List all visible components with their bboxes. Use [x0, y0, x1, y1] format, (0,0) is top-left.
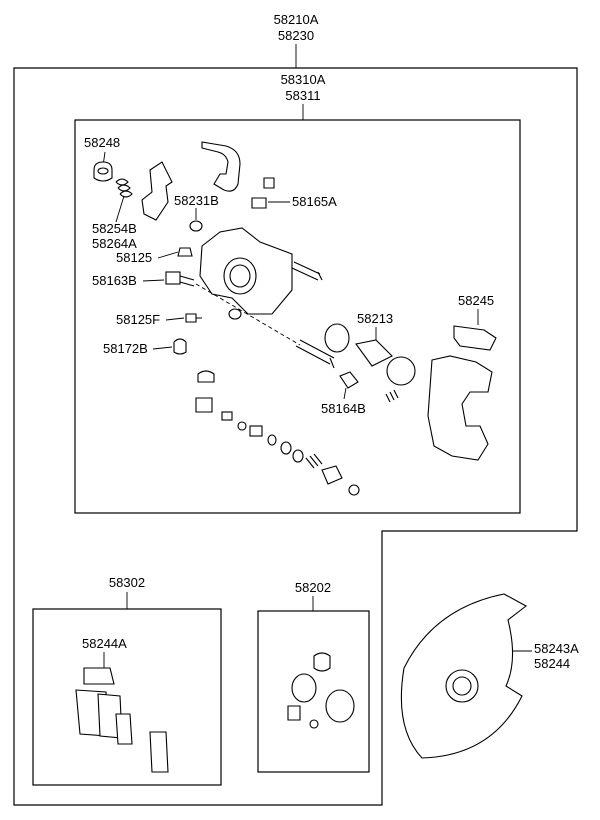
- anti-rattle-clip-part: [453, 325, 497, 351]
- spring-part: [115, 178, 133, 198]
- label-58302: 58302: [109, 575, 145, 590]
- label-58310a: 58310A: [281, 72, 326, 87]
- label-58125f: 58125F: [116, 312, 160, 327]
- label-58125: 58125: [116, 250, 152, 265]
- leader-58164b: [343, 387, 347, 400]
- label-58244: 58244: [534, 656, 570, 671]
- label-58245: 58245: [458, 293, 494, 308]
- guide-bolt-part: [165, 271, 195, 287]
- piston-part: [324, 323, 416, 386]
- lower-guide-pin-part: [295, 339, 335, 369]
- label-58248: 58248: [84, 135, 120, 150]
- label-58210a: 58210A: [274, 12, 319, 27]
- bleeder-cap-part: [93, 161, 113, 182]
- parking-lever-part: [201, 141, 241, 192]
- label-58231b: 58231B: [174, 193, 219, 208]
- seal-kit-parts: [287, 652, 355, 729]
- label-58311: 58311: [285, 88, 320, 103]
- seal-kit-frame: [257, 610, 370, 773]
- small-parts-series: [195, 370, 360, 496]
- label-58243a: 58243A: [534, 641, 579, 656]
- leader-58163b: [142, 279, 165, 282]
- label-58163b: 58163B: [92, 273, 137, 288]
- brake-pads-part: [75, 667, 169, 773]
- leader-58125f: [165, 317, 185, 321]
- caliper-body-part: [199, 227, 293, 320]
- label-58230: 58230: [278, 28, 314, 43]
- spring-bracket-part: [141, 161, 173, 221]
- leader-58172b: [152, 346, 173, 350]
- leader-58254b: [115, 195, 125, 223]
- small-boot-part: [177, 247, 193, 257]
- leader-58125: [157, 251, 179, 259]
- cap-part: [173, 338, 187, 355]
- caliper-carrier-part: [427, 355, 493, 461]
- upper-guide-pin-part: [291, 261, 323, 281]
- label-58213: 58213: [357, 311, 393, 326]
- label-58202: 58202: [295, 580, 331, 595]
- label-58244a: 58244A: [82, 636, 127, 651]
- bolt-axis-dash: [195, 283, 301, 346]
- label-58264a: 58264A: [92, 236, 137, 251]
- washer-part: [189, 220, 203, 232]
- pad-kit-frame: [32, 608, 222, 786]
- dust-cover-part: [400, 593, 528, 759]
- pin-boot-part: [339, 371, 399, 403]
- label-58172b: 58172B: [103, 341, 148, 356]
- bleeder-screw-part: [185, 313, 202, 323]
- label-58165a: 58165A: [292, 194, 337, 209]
- label-58164b: 58164B: [321, 401, 366, 416]
- caliper-assembly-frame: [74, 119, 521, 514]
- label-58254b: 58254B: [92, 221, 137, 236]
- outer-assembly-frame: [13, 67, 578, 806]
- bushing-top-part: [251, 177, 275, 209]
